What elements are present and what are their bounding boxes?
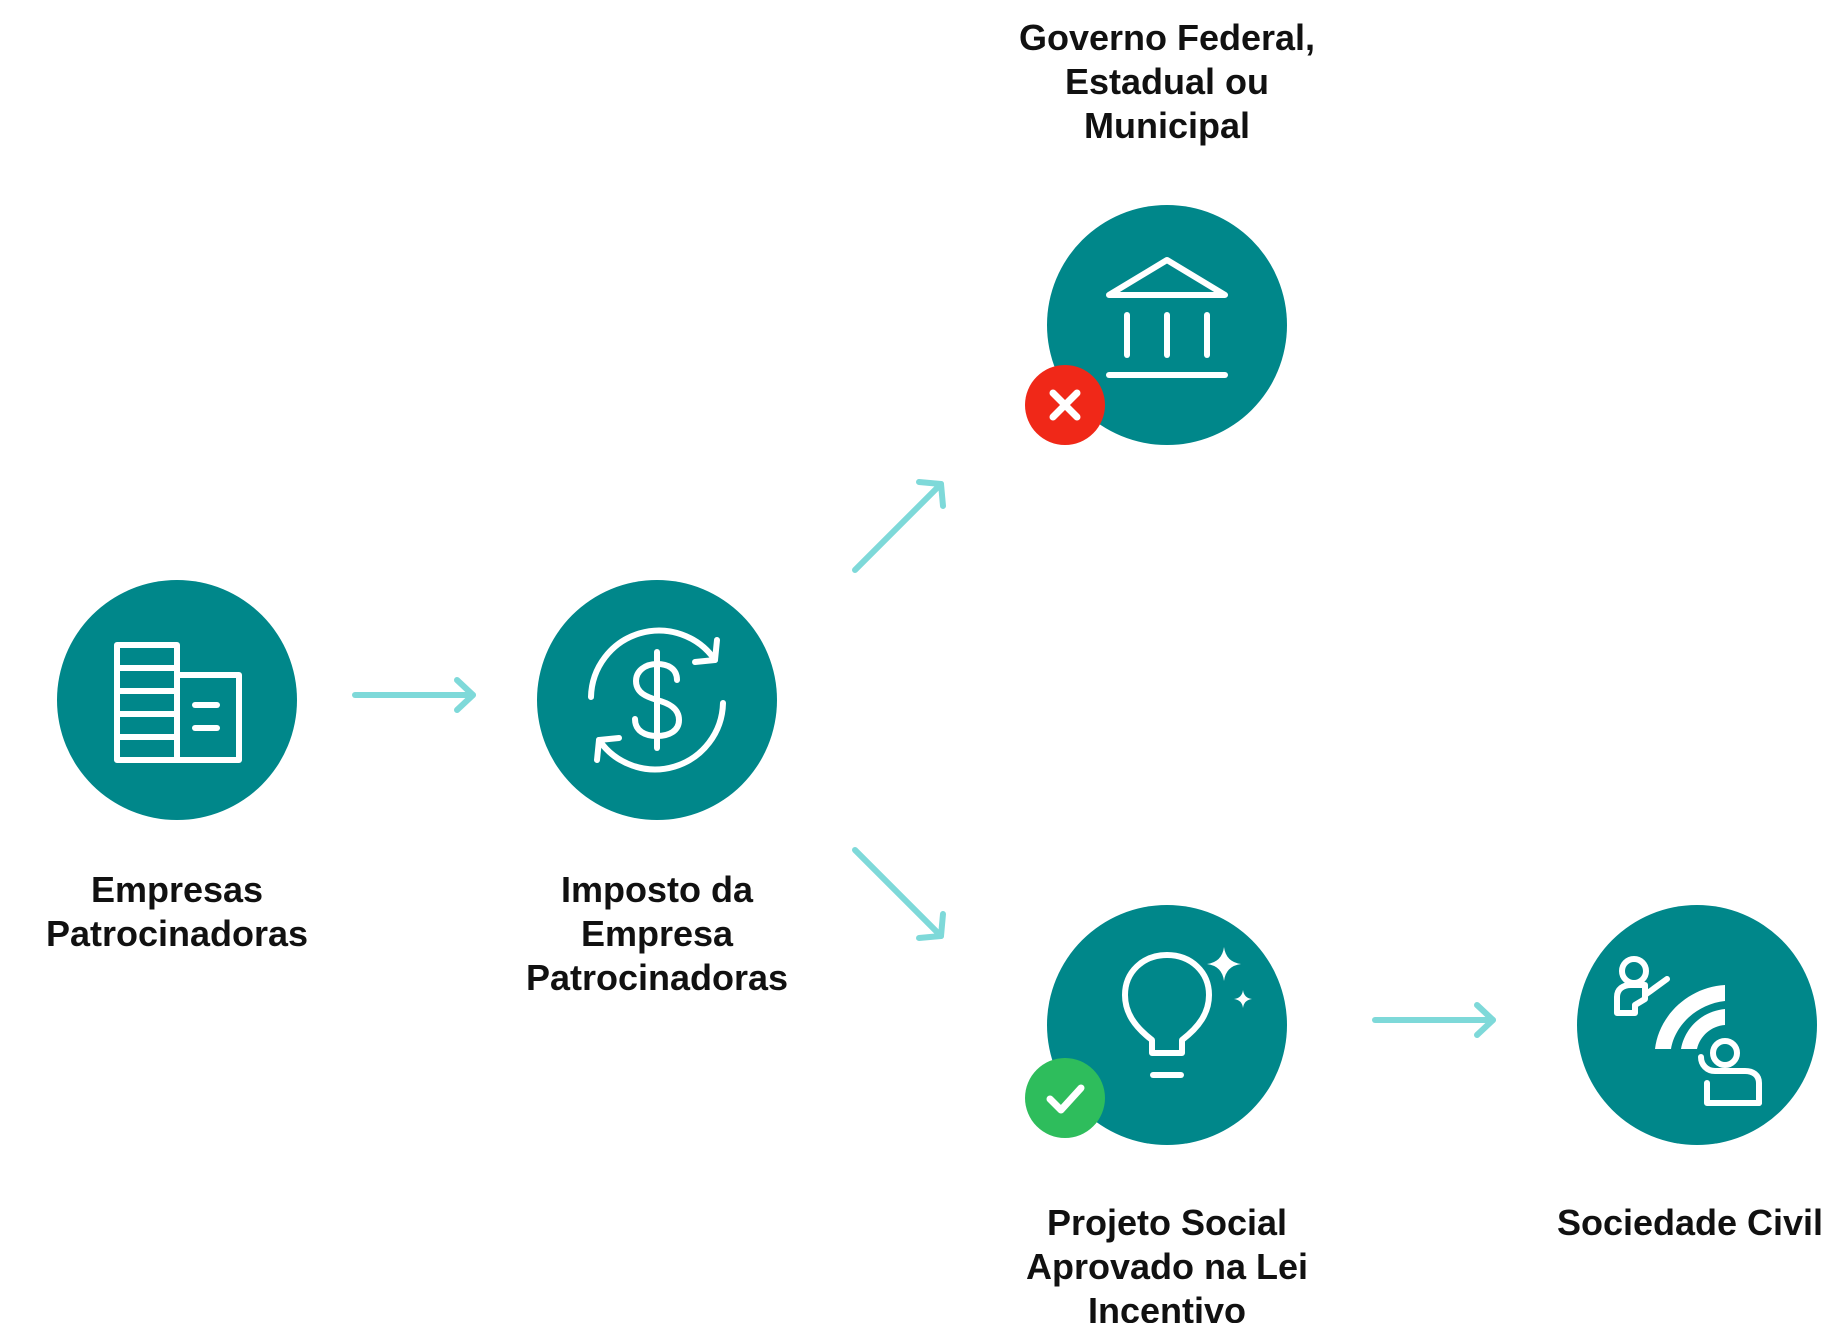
node-empresas-patrocinadoras bbox=[57, 580, 297, 820]
people-community-icon bbox=[1614, 956, 1762, 1106]
label-empresas-patrocinadoras: Empresas Patrocinadoras bbox=[45, 869, 309, 954]
lightbulb-idea-icon bbox=[1122, 947, 1252, 1078]
node-imposto-empresa bbox=[537, 580, 777, 820]
label-imposto-empresa: Imposto da Empresa Patrocinadoras bbox=[525, 869, 789, 998]
arrow-imposto-to-governo bbox=[852, 479, 946, 573]
node-sociedade-civil bbox=[1577, 905, 1817, 1145]
arrow-empresas-to-imposto bbox=[352, 677, 476, 713]
label-projeto-social: Projeto Social Aprovado na Lei Incentivo bbox=[1025, 1202, 1309, 1323]
label-sociedade-civil: Sociedade Civil bbox=[1556, 1202, 1824, 1243]
reject-x-icon bbox=[1025, 365, 1105, 445]
government-building-icon bbox=[1106, 257, 1228, 378]
dollar-refresh-icon bbox=[588, 627, 726, 773]
label-governo: Governo Federal, Estadual ou Municipal bbox=[1018, 17, 1316, 146]
arrow-projeto-to-sociedade bbox=[1372, 1002, 1496, 1038]
approve-check-icon bbox=[1025, 1058, 1105, 1138]
arrow-imposto-to-projeto bbox=[852, 847, 946, 941]
building-icon bbox=[114, 642, 242, 763]
